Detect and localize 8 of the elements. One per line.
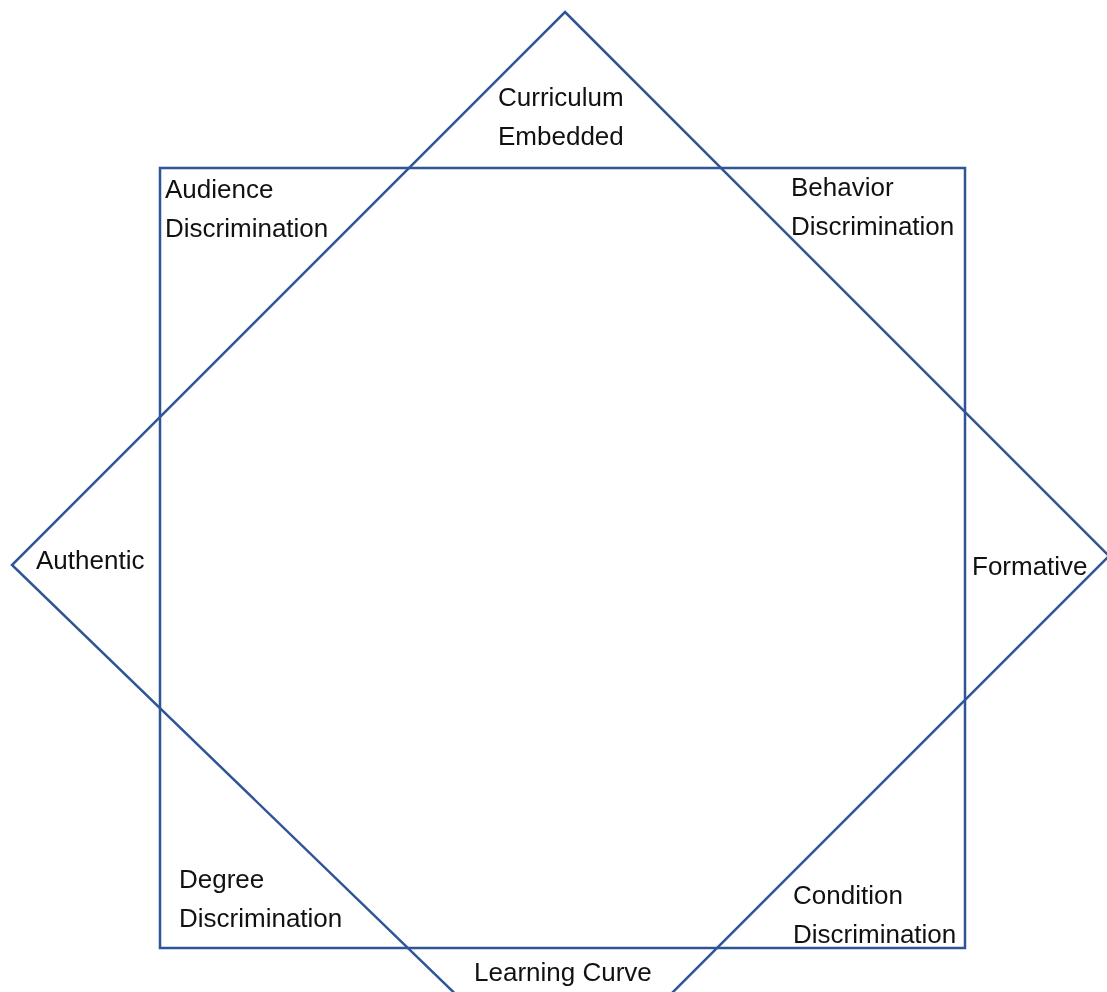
feature-label: Authentic xyxy=(36,544,146,577)
feature-label: Behavior Discrimination xyxy=(791,171,956,243)
feature-label: Degree Discrimination xyxy=(179,863,344,935)
feature-label: Audience Discrimination xyxy=(165,173,330,245)
feature-label: Condition Discrimination xyxy=(793,879,958,951)
feature-label: Formative xyxy=(972,550,1089,583)
feature-label: Curriculum Embedded xyxy=(498,81,625,153)
feature-label: Learning Curve xyxy=(474,956,653,989)
